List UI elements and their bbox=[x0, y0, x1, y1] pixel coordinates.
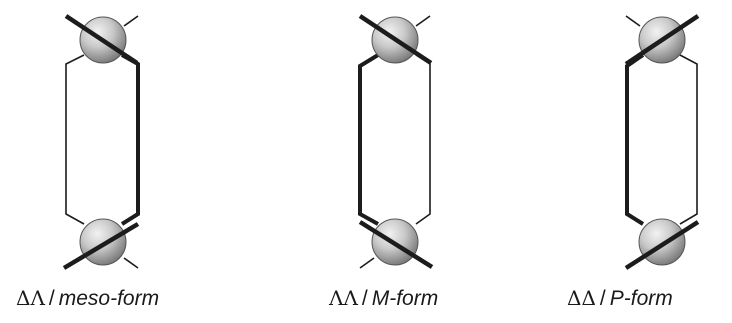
configuration-label: ΔΛ bbox=[16, 286, 45, 310]
caption-separator: / bbox=[599, 287, 606, 310]
bottom-thin-bond bbox=[625, 257, 641, 269]
caption-separator: / bbox=[361, 287, 368, 310]
top-thin-bond bbox=[123, 15, 139, 27]
p-form-structure bbox=[624, 14, 700, 270]
caption-p-form: ΔΔ/P-form bbox=[567, 282, 673, 314]
thick-ligand-strand-left bbox=[625, 53, 645, 226]
configuration-label: ΛΛ bbox=[329, 286, 358, 310]
top-thick-bond bbox=[624, 14, 700, 66]
top-thick-bond bbox=[64, 14, 139, 65]
thin-ligand-strand-right bbox=[415, 54, 431, 225]
form-name: P-form bbox=[609, 287, 673, 310]
configuration-label: ΔΔ bbox=[567, 286, 596, 310]
bottom-metal-sphere bbox=[79, 218, 127, 266]
caption-m-form: ΛΛ/M-form bbox=[329, 282, 438, 314]
bottom-thick-bond bbox=[358, 220, 434, 269]
m-form-structure bbox=[358, 14, 434, 269]
thick-ligand-strand-left bbox=[358, 53, 380, 226]
bottom-thick-bond bbox=[62, 222, 140, 270]
form-name: M-form bbox=[371, 287, 439, 310]
caption-separator: / bbox=[48, 287, 55, 310]
bottom-metal-sphere bbox=[638, 218, 686, 266]
caption-meso-form: ΔΛ/meso-form bbox=[16, 282, 159, 314]
thin-ligand-strand-left bbox=[65, 54, 85, 225]
bottom-thin-bond bbox=[123, 257, 139, 269]
form-name: meso-form bbox=[58, 287, 160, 310]
top-thick-bond bbox=[358, 14, 433, 65]
top-thin-bond bbox=[625, 15, 641, 27]
thin-ligand-strand-right bbox=[679, 54, 698, 225]
bottom-thin-bond bbox=[359, 257, 375, 269]
meso-form-structure bbox=[62, 14, 140, 270]
thick-ligand-strand-right bbox=[120, 53, 140, 226]
top-thin-bond bbox=[415, 15, 431, 27]
